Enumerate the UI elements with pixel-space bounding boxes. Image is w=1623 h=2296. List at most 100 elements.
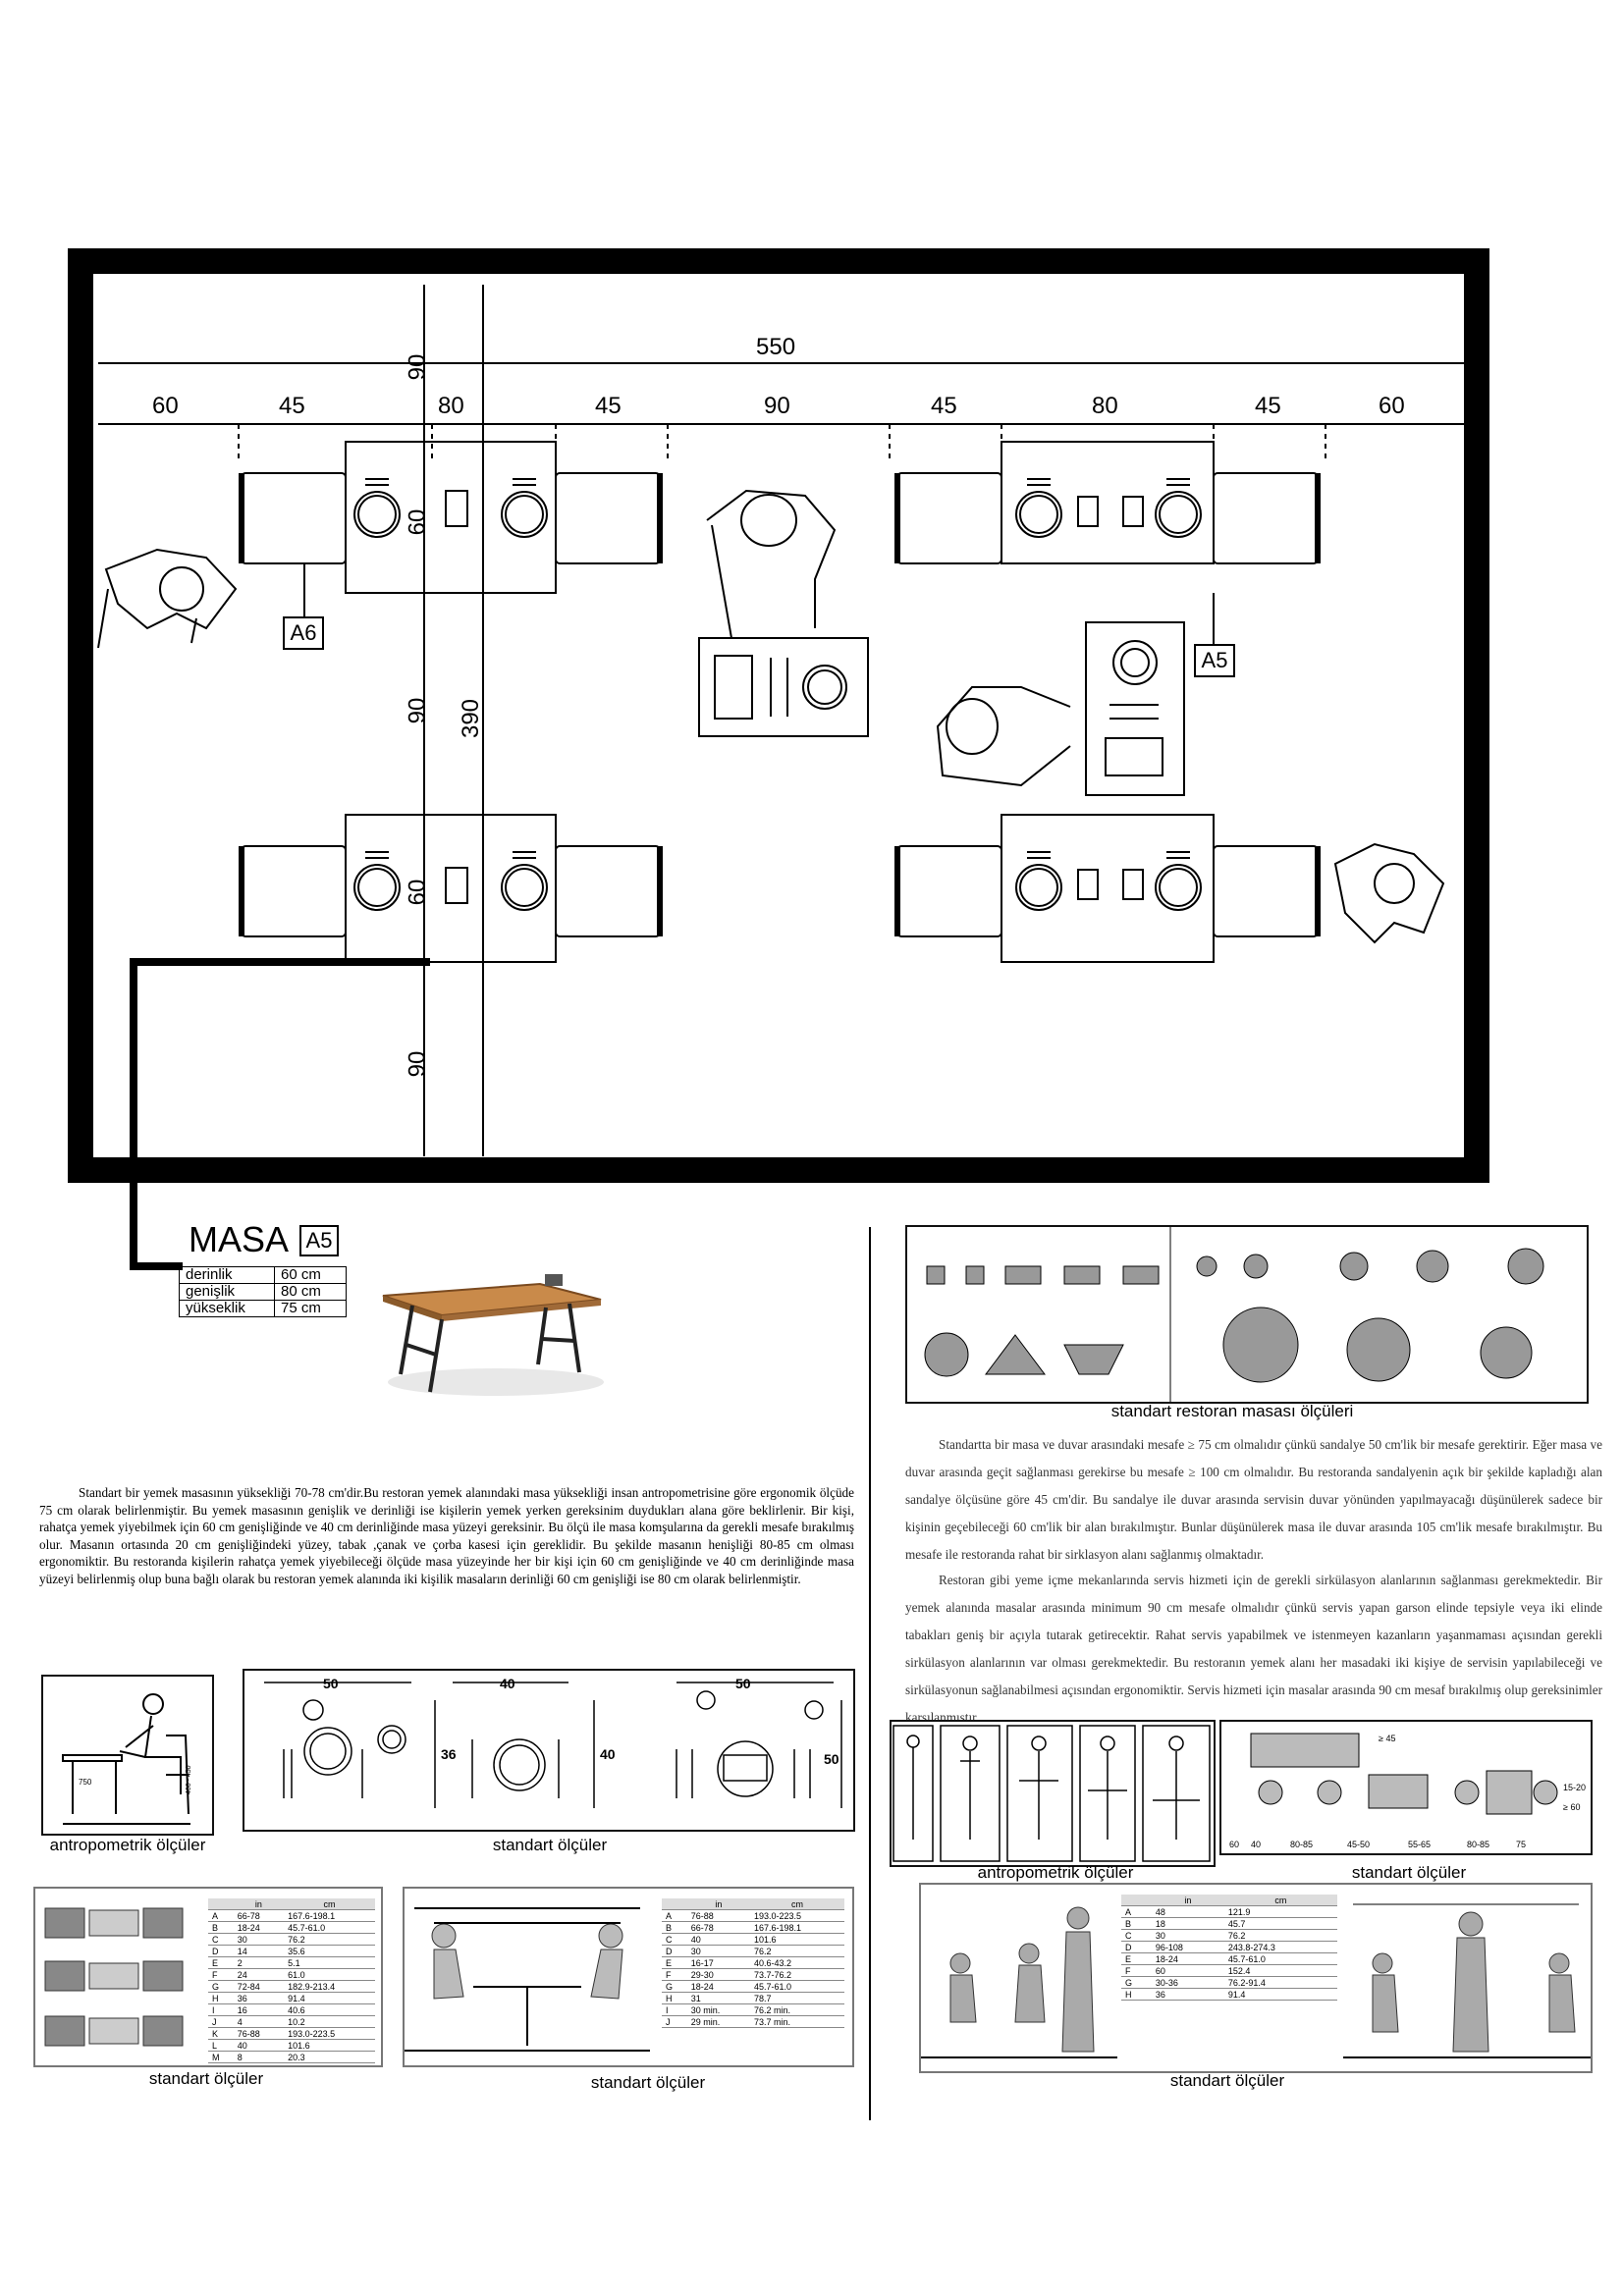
table-cell: D [662,1945,687,1957]
table-cell: 16 [233,2003,285,2016]
table-cell: 193.0-223.5 [284,2027,375,2040]
table-cell: D [208,1945,234,1957]
dim-seg-4: 45 [595,393,622,419]
service-dim-9: ≥ 60 [1563,1802,1580,1812]
table-cell: 66-78 [233,1909,285,1922]
service-dim-6: 80-85 [1467,1840,1489,1849]
col-header: cm [1223,1895,1337,1906]
table-cell: 91.4 [1223,1988,1337,2001]
setting-dim-2: 40 [500,1676,515,1691]
dim-overall: 550 [756,334,796,360]
service-dim-5: 55-65 [1408,1840,1431,1849]
spec-label: derinlik [179,1266,275,1284]
spec-label: genişlik [179,1283,275,1301]
setting-dim-4: 36 [441,1746,457,1762]
table-cell: F [208,1968,234,1981]
table-cell: F [1121,1964,1152,1977]
table-cell: 30-36 [1151,1976,1224,1989]
table-cell: H [208,1992,234,2004]
table-cell: 18-24 [233,1921,285,1934]
table-bottom-left [345,814,557,963]
dim-vert-3: 90 [404,697,431,724]
place-settings-panel: 50 40 50 36 40 50 [243,1669,855,1832]
service-dim-10: ≥ 45 [1379,1734,1395,1743]
table-bottom-right [1001,814,1215,963]
table-cell: J [208,2015,234,2028]
table-cell: K [208,2027,234,2040]
table-cell: A [662,1909,687,1922]
right-paragraph-2: Restoran gibi yeme içme mekanlarında ser… [905,1573,1602,1725]
svg-text:750: 750 [79,1778,92,1787]
dim-seg-3: 80 [438,393,464,419]
table-cell: 76.2 [749,1945,844,1957]
table-cell: 76.2 min. [749,2003,844,2016]
table-cell: 91.4 [284,1992,375,2004]
table-cell: 18-24 [1151,1952,1224,1965]
table-cell: 73.7 min. [749,2015,844,2028]
caption-standart-bottom-left: standart ölçüler [148,2069,264,2088]
dim-vert-2: 60 [404,508,431,536]
table-cell: A [208,1909,234,1922]
table-cell: E [662,1956,687,1969]
table-cell: 76-88 [686,1909,750,1922]
restaurant-table-sizes-panel [905,1225,1589,1404]
caption-anthropometric-left: antropometrik ölçüler [49,1836,206,1854]
table-cell: 30 [233,1933,285,1946]
table-cell: C [208,1933,234,1946]
table-cell: 30 [1151,1929,1224,1942]
setting-dim-3: 50 [735,1676,751,1691]
table-cell: 78.7 [749,1992,844,2004]
col-header: in [1151,1895,1224,1906]
spec-label: yükseklik [179,1300,275,1317]
col-header: in [233,1898,285,1910]
table-cell: 30 [686,1945,750,1957]
table-cell: 36 [1151,1988,1224,2001]
table-cell: 5.1 [284,1956,375,1969]
table-cell: 40.6-43.2 [749,1956,844,1969]
dim-seg-7: 80 [1092,393,1118,419]
table-cell: 167.6-198.1 [749,1921,844,1934]
dim-seg-5: 90 [764,393,790,419]
table-cell: 24 [233,1968,285,1981]
col-header: cm [749,1898,844,1910]
service-dim-1: 60 [1229,1840,1239,1849]
table-cell: 20.3 [284,2051,375,2063]
service-dim-2: 40 [1251,1840,1261,1849]
table-cell: G [208,1980,234,1993]
table-cell: 40 [686,1933,750,1946]
table-cell: 40.6 [284,2003,375,2016]
service-dim-7: 75 [1516,1840,1526,1849]
setting-dim-5: 40 [600,1746,616,1762]
table-cell: 45.7-61.0 [1223,1952,1337,1965]
table-cell: 16-17 [686,1956,750,1969]
floor-plan [68,248,1489,1270]
right-paragraph-1: Standartta bir masa ve duvar arasındaki … [905,1437,1602,1562]
table-cell: 40 [233,2039,285,2052]
dim-seg-2: 45 [279,393,305,419]
table-cell: 76-88 [233,2027,285,2040]
spec-value: 80 cm [274,1283,347,1301]
table-cell: I [208,2003,234,2016]
dim-vert-total: 390 [458,698,485,739]
table-cell: 152.4 [1223,1964,1337,1977]
dim-seg-1: 60 [152,393,179,419]
